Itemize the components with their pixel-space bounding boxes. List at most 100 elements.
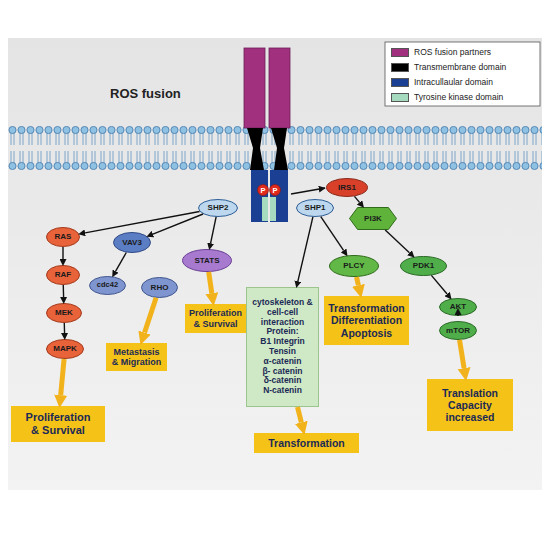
protein-ellipse: MEK — [46, 303, 82, 323]
ellipse-shape — [47, 304, 82, 323]
legend-box — [385, 42, 540, 106]
ellipse-shape — [114, 233, 151, 253]
ellipse-shape — [142, 278, 178, 298]
protein-name: RAS — [55, 232, 72, 241]
signal-arrow — [116, 253, 127, 272]
outcome-box: Metastasis & Migration — [106, 343, 167, 371]
ellipse-shape — [183, 250, 232, 272]
protein-name: IRS1 — [338, 183, 356, 192]
protein-name: SHP2 — [208, 203, 229, 212]
ellipse-shape — [330, 256, 379, 277]
hexagon-shape — [350, 208, 397, 230]
protein-name: α-catenin — [264, 357, 302, 367]
outcome-text: Proliferation & Survival — [188, 308, 244, 329]
protein-ellipse: SHP2 — [198, 199, 238, 217]
phospho-label: P — [270, 185, 281, 196]
signal-arrow — [385, 230, 409, 253]
protein-name: mTOR — [446, 326, 470, 335]
signal-arrow — [298, 217, 313, 281]
outcome-text: Transformation Differentiation Apoptosis — [326, 302, 408, 338]
ellipse-shape — [327, 179, 368, 197]
ellipse-shape — [47, 228, 80, 247]
protein-name: RHO — [151, 283, 169, 292]
protein-name: cytoskeleton & cell-cell interaction Pro… — [251, 298, 315, 337]
ellipse-shape — [440, 299, 477, 316]
phospho-label: P — [258, 185, 269, 196]
outcome-box: Proliferation & Survival — [11, 406, 105, 442]
protein-name: AKT — [450, 302, 466, 311]
legend-text: Tyrosine kinase domain — [414, 92, 503, 102]
legend-swatch — [391, 93, 409, 102]
outcome-text: Proliferation & Survival — [22, 411, 94, 436]
legend-text: ROS fusion partners — [414, 47, 491, 57]
ellipse-shape — [90, 277, 126, 295]
outcome-arrow — [298, 407, 302, 422]
outcome-arrow — [61, 359, 64, 395]
protein-name: VAV3 — [122, 238, 142, 247]
outcome-text: Translation Capacity increased — [429, 387, 511, 423]
protein-ellipse: RHO — [141, 277, 178, 298]
signal-arrow — [321, 217, 344, 251]
outcome-text: Metastasis & Migration — [110, 347, 164, 368]
protein-ellipse: AKT — [439, 298, 477, 316]
protein-name: B1 Integrin — [260, 337, 304, 347]
legend-swatch — [391, 63, 409, 72]
ros-fusion-receptor — [244, 48, 290, 222]
ellipse-shape — [401, 257, 447, 276]
ellipse-shape — [47, 266, 80, 285]
protein-name: MEK — [55, 308, 73, 317]
receptor-label: ROS fusion — [110, 86, 200, 102]
protein-ellipse: STATS — [182, 249, 232, 272]
outcome-box: Translation Capacity increased — [427, 379, 513, 431]
protein-name: PDK1 — [413, 261, 434, 270]
protein-name: SHP1 — [305, 203, 326, 212]
signal-arrow — [63, 285, 65, 297]
legend-text: Transmembrane domain — [414, 62, 506, 72]
protein-ellipse: RAS — [46, 227, 80, 247]
ellipse-shape — [47, 340, 84, 359]
protein-name: δ-catenin — [264, 376, 302, 386]
ellipse-shape — [440, 322, 477, 340]
outcome-box: Transformation — [254, 433, 359, 453]
protein-ellipse: IRS1 — [326, 178, 368, 197]
outcome-arrow — [460, 340, 465, 368]
outcome-box: Transformation Differentiation Apoptosis — [324, 296, 409, 345]
signal-arrow — [64, 323, 66, 333]
signal-arrow — [85, 211, 199, 232]
protein-ellipse: VAV3 — [113, 232, 151, 253]
legend-swatch — [391, 48, 409, 57]
legend-text: Intracullaular domain — [414, 77, 493, 87]
protein-name: cdc42 — [97, 281, 118, 290]
signal-arrow — [153, 214, 203, 234]
background-panel — [8, 38, 542, 490]
protein-ellipse: mTOR — [439, 321, 477, 340]
outcome-arrow — [209, 272, 212, 293]
signal-arrow — [431, 275, 447, 294]
protein-list-box: cytoskeleton & cell-cell interaction Pro… — [246, 287, 319, 407]
signal-arrow — [354, 196, 359, 202]
protein-name: Tensin — [269, 347, 296, 357]
protein-name: STATS — [194, 256, 219, 265]
receptor-arrow — [291, 188, 325, 194]
protein-ellipse: PDK1 — [400, 256, 447, 276]
signal-arrow — [62, 247, 63, 259]
protein-ellipse: PLCY — [329, 255, 379, 277]
ellipse-shape — [297, 200, 334, 217]
protein-name: MAPK — [53, 344, 77, 353]
signal-arrow — [457, 315, 458, 316]
protein-ellipse: RAF — [46, 265, 80, 285]
ellipse-shape — [199, 200, 238, 217]
protein-name: RAF — [55, 270, 71, 279]
signal-arrow — [211, 217, 216, 243]
protein-ellipse: cdc42 — [89, 276, 126, 295]
protein-name: β- catenin — [262, 367, 302, 377]
protein-ellipse: MAPK — [46, 339, 84, 359]
outcome-arrow — [357, 277, 359, 285]
outcome-text: Transformation — [268, 437, 344, 449]
protein-name: PLCY — [343, 261, 364, 270]
outcome-arrow — [145, 298, 156, 333]
protein-hexagon: PI3K — [349, 207, 397, 230]
